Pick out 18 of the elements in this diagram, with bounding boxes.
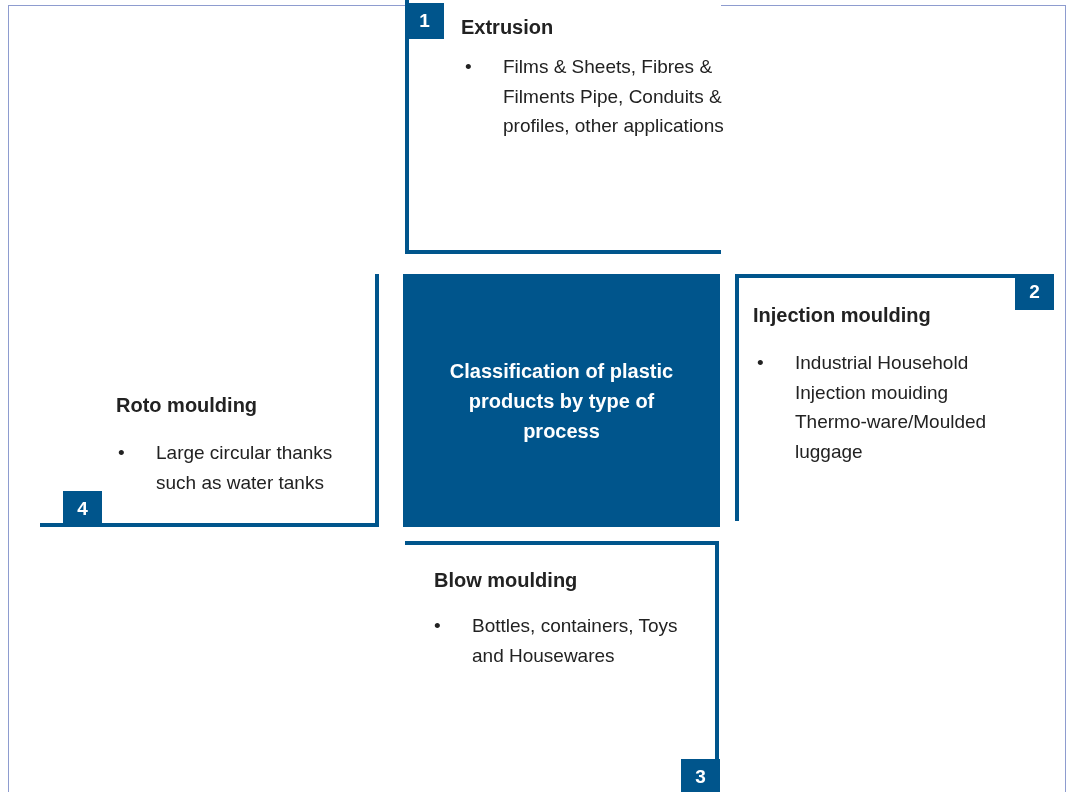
title-text: Classification of plastic products by type of process [448, 358, 675, 444]
bullet-item: Industrial Household Injection mouiding Thermo-ware/Moulded luggage [795, 351, 988, 464]
title-box [403, 274, 720, 527]
process-panel [405, 0, 721, 254]
process-heading: Roto moulding [116, 394, 258, 417]
bullet: • [118, 441, 126, 465]
bullet: • [465, 55, 473, 79]
number-badge: 3 [681, 759, 720, 792]
bullet-item: Films & Sheets, Fibres & Filments Pipe, Conduits & profiles, other applications [503, 55, 725, 138]
bullet: • [434, 614, 442, 638]
bullet-item: Bottles, containers, Toys and Housewares [472, 614, 679, 668]
bullet: • [757, 351, 765, 375]
process-heading: Blow moulding [434, 569, 578, 592]
process-heading: Extrusion [461, 16, 554, 39]
bullet-item: Large circular thanks such as water tanks [156, 441, 334, 495]
number-badge: 2 [1015, 274, 1054, 310]
process-panel [405, 541, 719, 792]
process-heading: Injection moulding [753, 304, 931, 327]
